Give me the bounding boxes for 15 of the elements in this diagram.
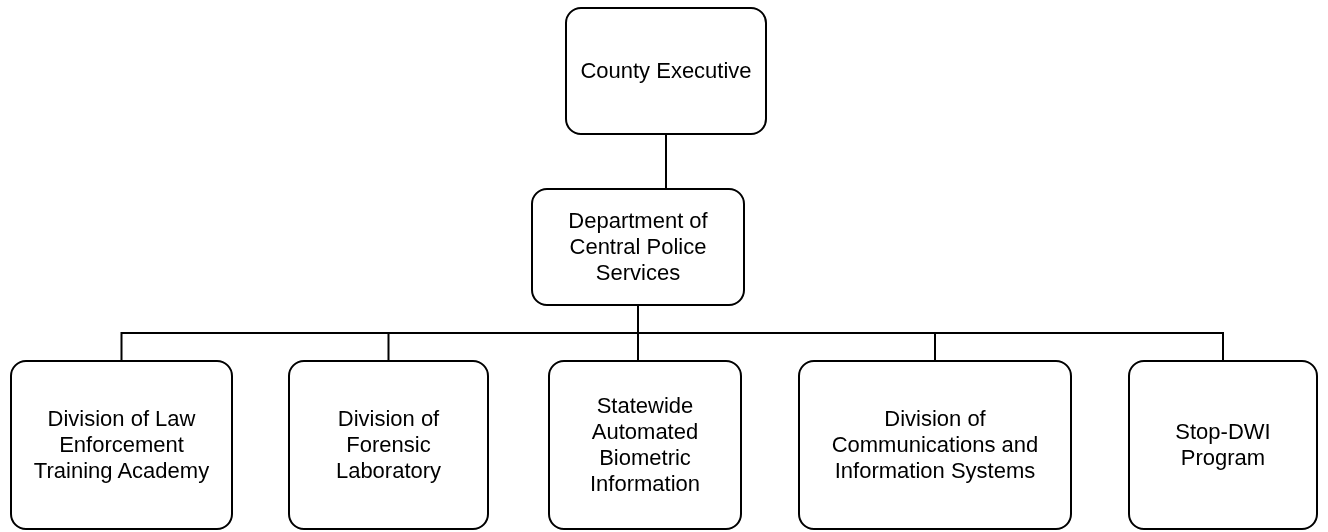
box-label: Division of Communications and Information Systems — [830, 406, 1040, 484]
box-label: Statewide Automated Biometric Information — [588, 393, 702, 497]
org-box — [10, 360, 233, 530]
org-box — [798, 360, 1072, 530]
connector-line — [665, 134, 667, 189]
box-label: County Executive — [580, 58, 752, 84]
org-box — [548, 360, 742, 530]
org-box — [531, 188, 745, 306]
org-box — [565, 7, 767, 135]
box-label: Division of Forensic Laboratory — [334, 406, 443, 484]
box-label: Division of Law Enforcement Training Academy — [32, 406, 211, 484]
box-label: Stop-DWI Program — [1174, 419, 1272, 471]
box-label: Department of Central Police Services — [567, 208, 709, 286]
org-box — [1128, 360, 1318, 530]
org-box — [288, 360, 489, 530]
